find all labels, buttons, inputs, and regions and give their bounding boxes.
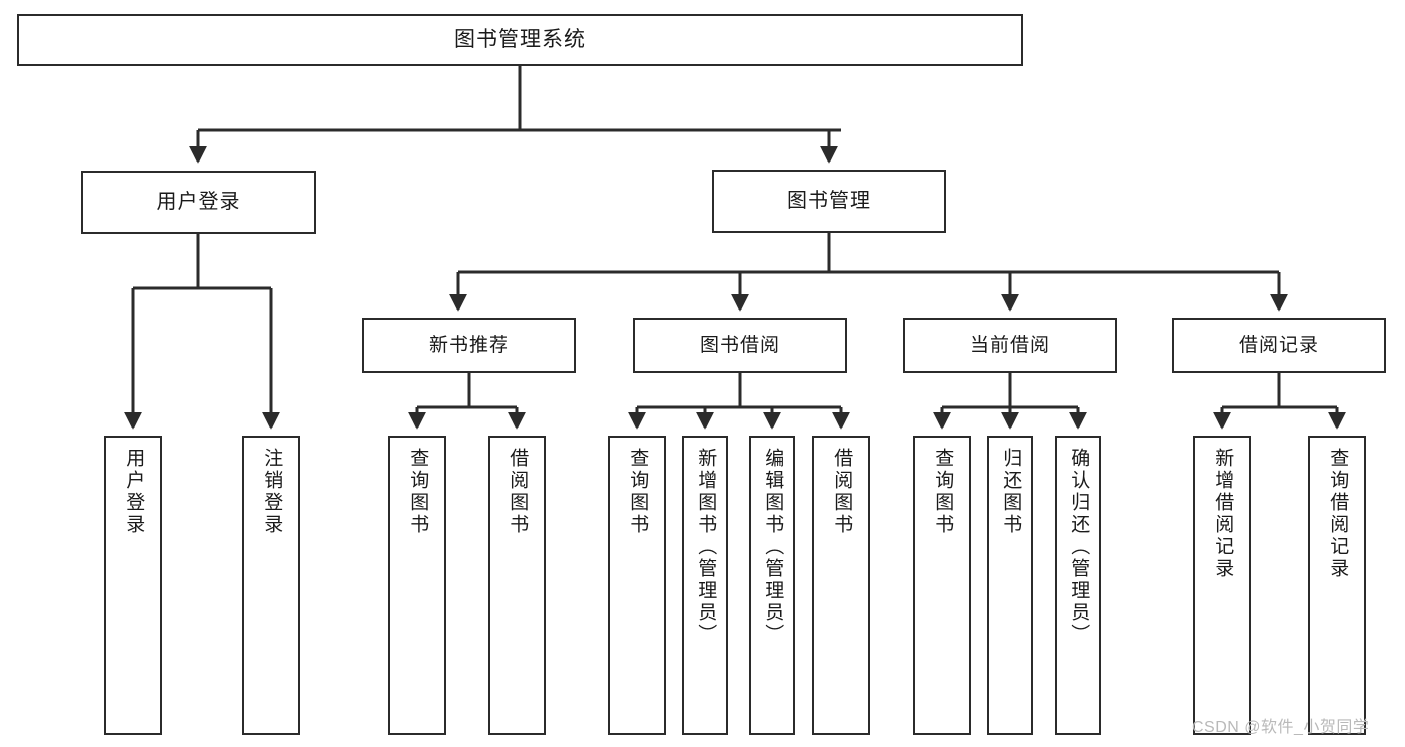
leaf-label: 编辑图书（管理员） [762, 448, 784, 646]
leaf-label: 借阅图书 [507, 448, 529, 536]
leaf-label: 查询图书 [932, 448, 954, 536]
leaf-label: 查询图书 [627, 448, 649, 536]
leaf-label: 借阅图书 [831, 448, 853, 536]
node-current-borrow[interactable]: 当前借阅 [903, 318, 1117, 373]
leaf-current-borrow-query-books[interactable]: 查询图书 [913, 436, 971, 735]
leaf-label: 查询借阅记录 [1327, 448, 1349, 580]
node-book-borrow[interactable]: 图书借阅 [633, 318, 847, 373]
node-label: 图书管理系统 [454, 27, 586, 51]
node-new-book-recommend[interactable]: 新书推荐 [362, 318, 576, 373]
leaf-new-book-query-books[interactable]: 查询图书 [388, 436, 446, 735]
node-borrow-records[interactable]: 借阅记录 [1172, 318, 1386, 373]
leaf-book-borrow-add-book-admin[interactable]: 新增图书（管理员） [682, 436, 728, 735]
node-label: 图书借阅 [699, 334, 780, 356]
leaf-book-borrow-query-books[interactable]: 查询图书 [608, 436, 666, 735]
leaf-label: 新增图书（管理员） [695, 448, 717, 646]
node-label: 用户登录 [156, 191, 241, 213]
leaf-book-borrow-borrow-books[interactable]: 借阅图书 [812, 436, 870, 735]
leaf-current-borrow-confirm-return-admin[interactable]: 确认归还（管理员） [1055, 436, 1101, 735]
leaf-user-login-login[interactable]: 用户登录 [104, 436, 162, 735]
leaf-label: 注销登录 [261, 448, 283, 536]
leaf-label: 新增借阅记录 [1212, 448, 1234, 580]
leaf-borrow-records-add-record[interactable]: 新增借阅记录 [1193, 436, 1251, 735]
leaf-book-borrow-edit-book-admin[interactable]: 编辑图书（管理员） [749, 436, 795, 735]
leaf-new-book-borrow-books[interactable]: 借阅图书 [488, 436, 546, 735]
node-root-book-management-system[interactable]: 图书管理系统 [17, 14, 1023, 66]
node-label: 借阅记录 [1238, 334, 1319, 356]
leaf-label: 归还图书 [1000, 448, 1022, 536]
leaf-label: 查询图书 [407, 448, 429, 536]
leaf-label: 确认归还（管理员） [1068, 448, 1090, 646]
leaf-borrow-records-query-record[interactable]: 查询借阅记录 [1308, 436, 1366, 735]
node-label: 当前借阅 [969, 334, 1050, 356]
node-label: 图书管理 [787, 190, 871, 212]
leaf-user-login-logout[interactable]: 注销登录 [242, 436, 300, 735]
leaf-label: 用户登录 [123, 448, 145, 536]
node-label: 新书推荐 [428, 334, 509, 356]
leaf-current-borrow-return-books[interactable]: 归还图书 [987, 436, 1033, 735]
node-book-management[interactable]: 图书管理 [712, 170, 946, 233]
node-user-login[interactable]: 用户登录 [81, 171, 316, 234]
watermark: CSDN @软件_小贺同学 [1192, 719, 1370, 736]
